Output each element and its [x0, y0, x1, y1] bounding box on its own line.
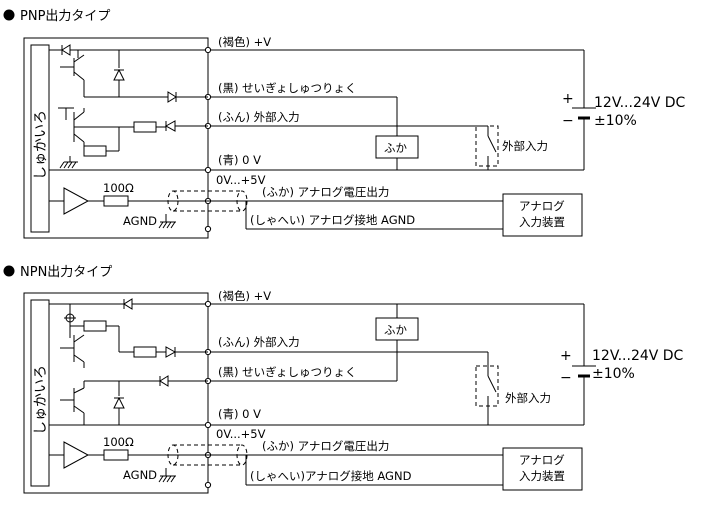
pnp-label-agnd: (しゃへい) アナログ接地 AGND — [250, 213, 415, 227]
pnp-supply-voltage: 12V...24V DC — [594, 95, 686, 111]
pnp-label-black: (黒) せいぎょしゅつりょく — [218, 81, 357, 95]
npn-section: NPN出力タイプ しゅかいろ (褐色) +V (ふん) 外部入力 (黒) せいぎ… — [3, 265, 684, 494]
pnp-shield — [167, 190, 248, 212]
pnp-device-line1: アナログ — [519, 199, 565, 213]
pnp-range-label: 0V...+5V — [216, 173, 266, 187]
npn-main-circuit-box — [30, 299, 50, 487]
npn-label-ext: (ふん) 外部入力 — [218, 335, 300, 349]
pnp-load-label: ふか — [384, 141, 407, 155]
npn-minus-label: − — [560, 370, 572, 386]
npn-load-label: ふか — [384, 323, 407, 337]
pnp-sensor-box — [23, 37, 209, 239]
pnp-label-brown: (褐色) +V — [218, 35, 271, 49]
npn-label-blue: (青) 0 V — [218, 407, 261, 421]
npn-sensor-box — [23, 292, 209, 494]
pnp-title: PNP出力タイプ — [20, 9, 110, 24]
npn-internal-circuit — [49, 298, 503, 486]
npn-supply-voltage: 12V...24V DC — [592, 348, 684, 364]
npn-supply-tolerance: ±10% — [592, 366, 635, 382]
npn-main-circuit-label: しゅかいろ — [33, 365, 49, 435]
pnp-label-ext: (ふん) 外部入力 — [218, 110, 300, 124]
pnp-internal-circuit — [49, 44, 503, 230]
npn-load-box — [375, 317, 419, 341]
npn-ext-label: 外部入力 — [505, 391, 551, 405]
npn-label-analog: (ふか) アナログ電圧出力 — [262, 439, 389, 453]
npn-shield — [167, 444, 248, 466]
npn-title: NPN出力タイプ — [20, 265, 112, 280]
pnp-bullet-icon — [3, 9, 15, 21]
npn-terminals — [204, 300, 212, 489]
npn-device-line2: 入力装置 — [519, 469, 565, 483]
pnp-device-line2: 入力装置 — [519, 215, 565, 229]
npn-power-supply — [572, 356, 596, 378]
pnp-ext-switch — [475, 125, 499, 170]
npn-resistor-label: 100Ω — [103, 435, 134, 449]
npn-ext-switch — [475, 365, 499, 407]
pnp-plus-label: + — [562, 91, 574, 107]
npn-agnd-label: AGND — [123, 468, 157, 482]
pnp-load-box — [375, 135, 419, 159]
npn-label-black: (黒) せいぎょしゅつりょく — [218, 365, 357, 379]
pnp-section: PNP出力タイプ しゅかいろ (褐色) +V (黒) せいぎょしゅつりょく (ふ… — [3, 9, 686, 239]
pnp-supply-tolerance: ±10% — [594, 113, 637, 129]
pnp-agnd-label: AGND — [123, 214, 157, 228]
npn-device-line1: アナログ — [519, 453, 565, 467]
pnp-power-supply — [572, 97, 596, 120]
npn-analog-device-box — [502, 447, 583, 491]
npn-label-brown: (褐色) +V — [218, 289, 271, 303]
npn-label-agnd: (しゃへい)アナログ接地 AGND — [250, 469, 412, 483]
pnp-ext-label: 外部入力 — [502, 139, 548, 153]
npn-bullet-icon — [3, 265, 15, 277]
pnp-main-circuit-box — [30, 44, 50, 233]
pnp-analog-device-box — [502, 193, 583, 237]
pnp-minus-label: − — [562, 113, 574, 129]
pnp-label-analog: (ふか) アナログ電圧出力 — [262, 185, 389, 199]
npn-range-label: 0V...+5V — [216, 427, 266, 441]
pnp-resistor-label: 100Ω — [103, 181, 134, 195]
npn-plus-label: + — [560, 348, 572, 364]
pnp-label-blue: (青) 0 V — [218, 153, 261, 167]
pnp-main-circuit-label: しゅかいろ — [33, 110, 49, 180]
